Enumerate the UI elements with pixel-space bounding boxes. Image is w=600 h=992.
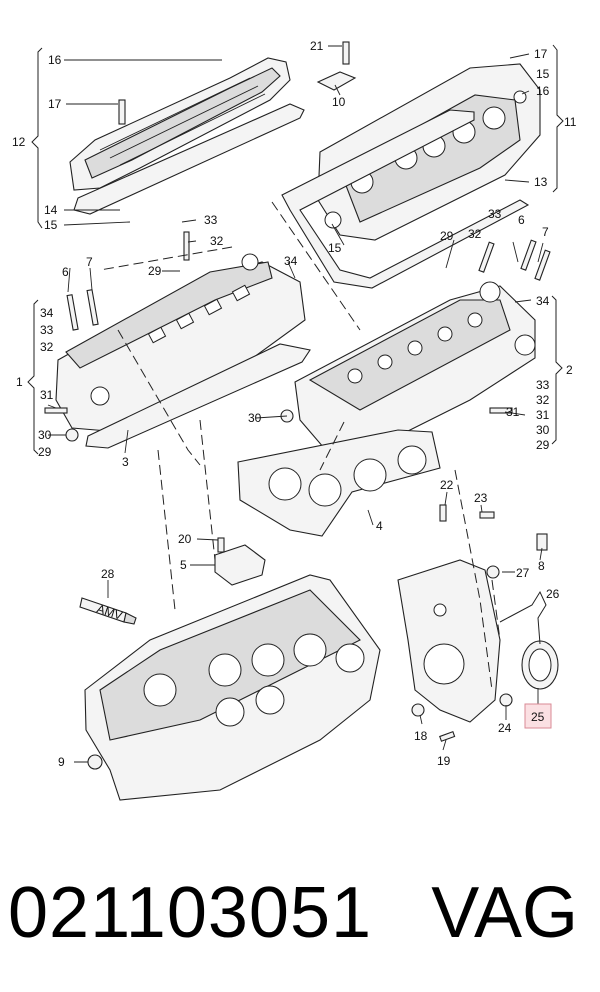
valve-cover-bolts xyxy=(44,41,551,770)
callout-22: 22 xyxy=(440,478,454,492)
callout-21: 21 xyxy=(310,39,324,53)
callout-32: 32 xyxy=(210,234,224,248)
callout-34: 34 xyxy=(536,294,550,308)
callout-19: 19 xyxy=(437,754,451,768)
callout-26: 26 xyxy=(546,587,560,601)
callout-15: 15 xyxy=(328,241,342,255)
callout-13: 13 xyxy=(534,175,548,189)
assembly-line-left xyxy=(99,246,233,611)
part-number: 021103051 xyxy=(8,873,373,953)
callout-31: 31 xyxy=(506,405,520,419)
exploded-engine-diagram: AMV 16 17 12 xyxy=(12,39,577,801)
callout-17: 17 xyxy=(48,97,62,111)
callout-14: 14 xyxy=(44,203,58,217)
callout-16: 16 xyxy=(48,53,62,67)
callout-29: 29 xyxy=(440,229,454,243)
callout-31: 31 xyxy=(536,408,550,422)
left-cylinder-head xyxy=(55,253,306,433)
callout-17: 17 xyxy=(534,47,548,61)
callout-33: 33 xyxy=(536,378,550,392)
bracket-26 xyxy=(499,590,547,645)
callout-5: 5 xyxy=(180,558,187,572)
oil-filter-cover xyxy=(214,544,266,586)
callout-34: 34 xyxy=(284,254,298,268)
callout-33: 33 xyxy=(204,213,218,227)
callout-labels: 16 17 12 14 15 33 32 29 6 7 34 34 33 32 … xyxy=(12,39,577,769)
callout-33: 33 xyxy=(40,323,54,337)
callout-6: 6 xyxy=(518,213,525,227)
callout-29: 29 xyxy=(38,445,52,459)
callout-25: 25 xyxy=(531,710,545,724)
highlight-box-25 xyxy=(524,703,552,729)
callout-7: 7 xyxy=(542,225,549,239)
assembly-line-right xyxy=(271,201,501,691)
left-valve-cover xyxy=(69,57,291,191)
right-cover-gasket xyxy=(281,109,530,289)
left-head-gasket xyxy=(85,343,311,449)
callout-16: 16 xyxy=(536,84,550,98)
callout-32: 32 xyxy=(40,340,54,354)
callout-4: 4 xyxy=(376,519,383,533)
sealant-tube-label: AMV xyxy=(95,602,124,623)
callout-30: 30 xyxy=(536,423,550,437)
callout-8: 8 xyxy=(538,559,545,573)
callout-29: 29 xyxy=(148,264,162,278)
callout-30: 30 xyxy=(248,411,262,425)
brand-name: VAG xyxy=(431,873,578,953)
callout-3: 3 xyxy=(122,455,129,469)
callout-6: 6 xyxy=(62,265,69,279)
right-cylinder-head xyxy=(294,281,536,456)
callout-18: 18 xyxy=(414,729,428,743)
callout-15: 15 xyxy=(44,218,58,232)
callout-32: 32 xyxy=(468,227,482,241)
footer: 021103051 VAG xyxy=(0,858,600,968)
callout-20: 20 xyxy=(178,532,192,546)
callout-11: 11 xyxy=(564,115,577,129)
timing-cover xyxy=(397,559,501,723)
callout-34: 34 xyxy=(40,306,54,320)
callout-28: 28 xyxy=(101,567,115,581)
callout-30: 30 xyxy=(38,428,52,442)
bracket-12 xyxy=(31,47,43,229)
callout-12: 12 xyxy=(12,135,26,149)
callout-2: 2 xyxy=(566,363,573,377)
callout-29: 29 xyxy=(536,438,550,452)
callout-10: 10 xyxy=(332,95,346,109)
callout-27: 27 xyxy=(516,566,530,580)
callout-23: 23 xyxy=(474,491,488,505)
callout-7: 7 xyxy=(86,255,93,269)
engine-block xyxy=(84,574,381,801)
bracket-2 xyxy=(551,295,563,445)
bracket-11 xyxy=(552,44,564,193)
callout-24: 24 xyxy=(498,721,512,735)
callout-9: 9 xyxy=(58,755,65,769)
right-head-gasket xyxy=(237,429,441,537)
callout-1: 1 xyxy=(16,375,23,389)
callout-31: 31 xyxy=(40,388,54,402)
sealant-tube: AMV xyxy=(79,597,137,625)
leader-lines xyxy=(47,45,544,763)
callout-15: 15 xyxy=(536,67,550,81)
bracket-1 xyxy=(27,299,39,455)
right-valve-cover xyxy=(317,63,541,241)
callout-33: 33 xyxy=(488,207,502,221)
callout-32: 32 xyxy=(536,393,550,407)
